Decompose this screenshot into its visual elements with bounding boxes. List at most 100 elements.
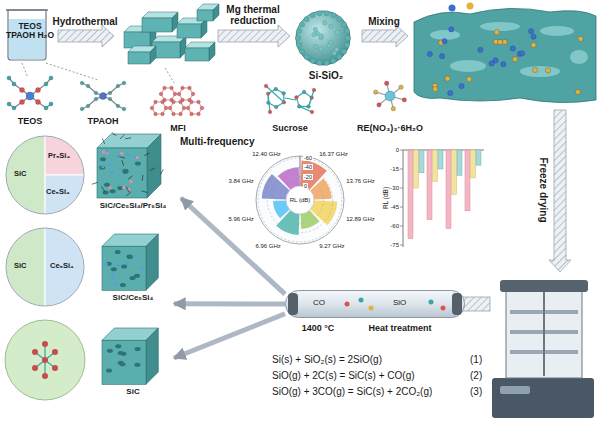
- particle: [498, 39, 503, 44]
- bar-chart: [400, 150, 484, 247]
- atom: [161, 100, 165, 104]
- atom: [190, 112, 194, 116]
- nanoparticle: [109, 186, 112, 189]
- process-connector: [181, 198, 285, 294]
- composite-cube: SiC/Ce₅Si₄: [92, 232, 174, 310]
- particle: [427, 51, 432, 56]
- surface-grain: [344, 42, 349, 47]
- matrix-highlight: [570, 50, 588, 64]
- particle: [545, 68, 550, 73]
- crystal-front: [142, 18, 172, 32]
- nanoparticle: [120, 152, 123, 155]
- surface-grain: [319, 34, 323, 38]
- process-connector: [174, 301, 285, 306]
- phase-circle: SiCPr₅Si₄Ce₅Si₄: [4, 134, 86, 216]
- particle: [467, 3, 474, 10]
- composite-cube: SiC/Ce₅Si₄/Pr₅Si₄: [85, 132, 181, 220]
- axis-tick: [400, 245, 403, 246]
- process-arrow: [549, 110, 571, 272]
- beaker-rim: [6, 9, 48, 11]
- surface-grain: [296, 28, 301, 33]
- nanowire: [122, 160, 124, 166]
- frequency-label: 5.96 GHz: [228, 216, 253, 223]
- surface-grain: [304, 17, 309, 22]
- surface-grain: [317, 11, 322, 16]
- process-label: Mg thermal reduction: [218, 4, 288, 26]
- atom: [164, 106, 168, 110]
- pore: [122, 170, 128, 174]
- axis-tick: -20: [303, 174, 313, 180]
- phase-label: Pr₅Si₄: [48, 152, 70, 160]
- bond: [309, 90, 314, 107]
- axis-tick: -75: [390, 242, 399, 249]
- phase-label: SiC: [14, 262, 27, 270]
- atom: [49, 76, 53, 80]
- nanoparticle: [126, 153, 129, 156]
- particle: [478, 47, 483, 52]
- atom: [100, 93, 107, 100]
- axis-line: [403, 150, 404, 247]
- atom: [12, 82, 16, 86]
- surface-grain: [337, 54, 342, 59]
- reaction-equation: SiO(g) + 3CO(g) = SiC(s) + 2CO₂(g): [272, 386, 432, 397]
- atom: [190, 100, 194, 104]
- process-label: Freeze drying: [538, 157, 549, 222]
- atom: [36, 100, 41, 105]
- phase-sector: [45, 228, 84, 306]
- phase-circle: Ce₅Si₄SiC: [4, 226, 86, 308]
- node-label: SiC: [92, 388, 174, 397]
- atom: [302, 90, 306, 94]
- temperature-label: 1400 °C: [302, 324, 335, 334]
- pore: [120, 362, 126, 366]
- pore: [135, 347, 141, 351]
- pore: [111, 267, 117, 271]
- particle: [578, 36, 583, 41]
- phase-circle-outline: [6, 136, 84, 214]
- particle: [433, 86, 438, 91]
- pore: [126, 255, 132, 259]
- frequency-label: 3.84 GHz: [228, 178, 253, 185]
- surface-grain: [334, 47, 338, 51]
- atom: [200, 106, 204, 110]
- atom: [197, 100, 201, 104]
- surface-grain: [310, 13, 315, 18]
- surface-grain: [296, 42, 301, 47]
- particle: [467, 77, 472, 82]
- gas-molecule: [345, 302, 350, 307]
- pore: [107, 349, 113, 353]
- surface-grain: [324, 11, 329, 16]
- surface-grain: [341, 49, 346, 54]
- nanowire: [126, 192, 131, 196]
- rl-bar: [471, 150, 476, 178]
- molecule-label: MFI: [170, 124, 186, 134]
- atom: [42, 373, 48, 379]
- atom: [80, 81, 84, 85]
- surface-grain: [324, 60, 329, 65]
- frequency-label: 6.96 GHz: [256, 243, 281, 250]
- pore: [104, 183, 110, 187]
- surface-grain: [323, 21, 327, 25]
- pore: [100, 157, 106, 161]
- atom: [188, 86, 192, 90]
- atom: [384, 81, 388, 85]
- atom: [161, 112, 165, 116]
- equation-number: (2): [470, 370, 482, 381]
- rl-bar: [419, 150, 424, 173]
- process-arrow: [218, 25, 290, 47]
- leader-line: [46, 63, 98, 80]
- axis-tick: [400, 169, 403, 170]
- tube-cap: [288, 293, 298, 315]
- frequency-label: 16.37 GHz: [319, 151, 348, 158]
- atom: [52, 365, 58, 371]
- atom: [44, 82, 48, 86]
- atom: [172, 112, 176, 116]
- atom: [179, 100, 183, 104]
- nanoparticle: [116, 154, 119, 157]
- axis-tick: [400, 188, 403, 189]
- surface-grain: [345, 35, 350, 40]
- surface-grain: [331, 13, 336, 18]
- atom: [44, 106, 48, 110]
- atom: [377, 103, 381, 107]
- phase-pie: [6, 228, 84, 306]
- atom: [32, 365, 38, 371]
